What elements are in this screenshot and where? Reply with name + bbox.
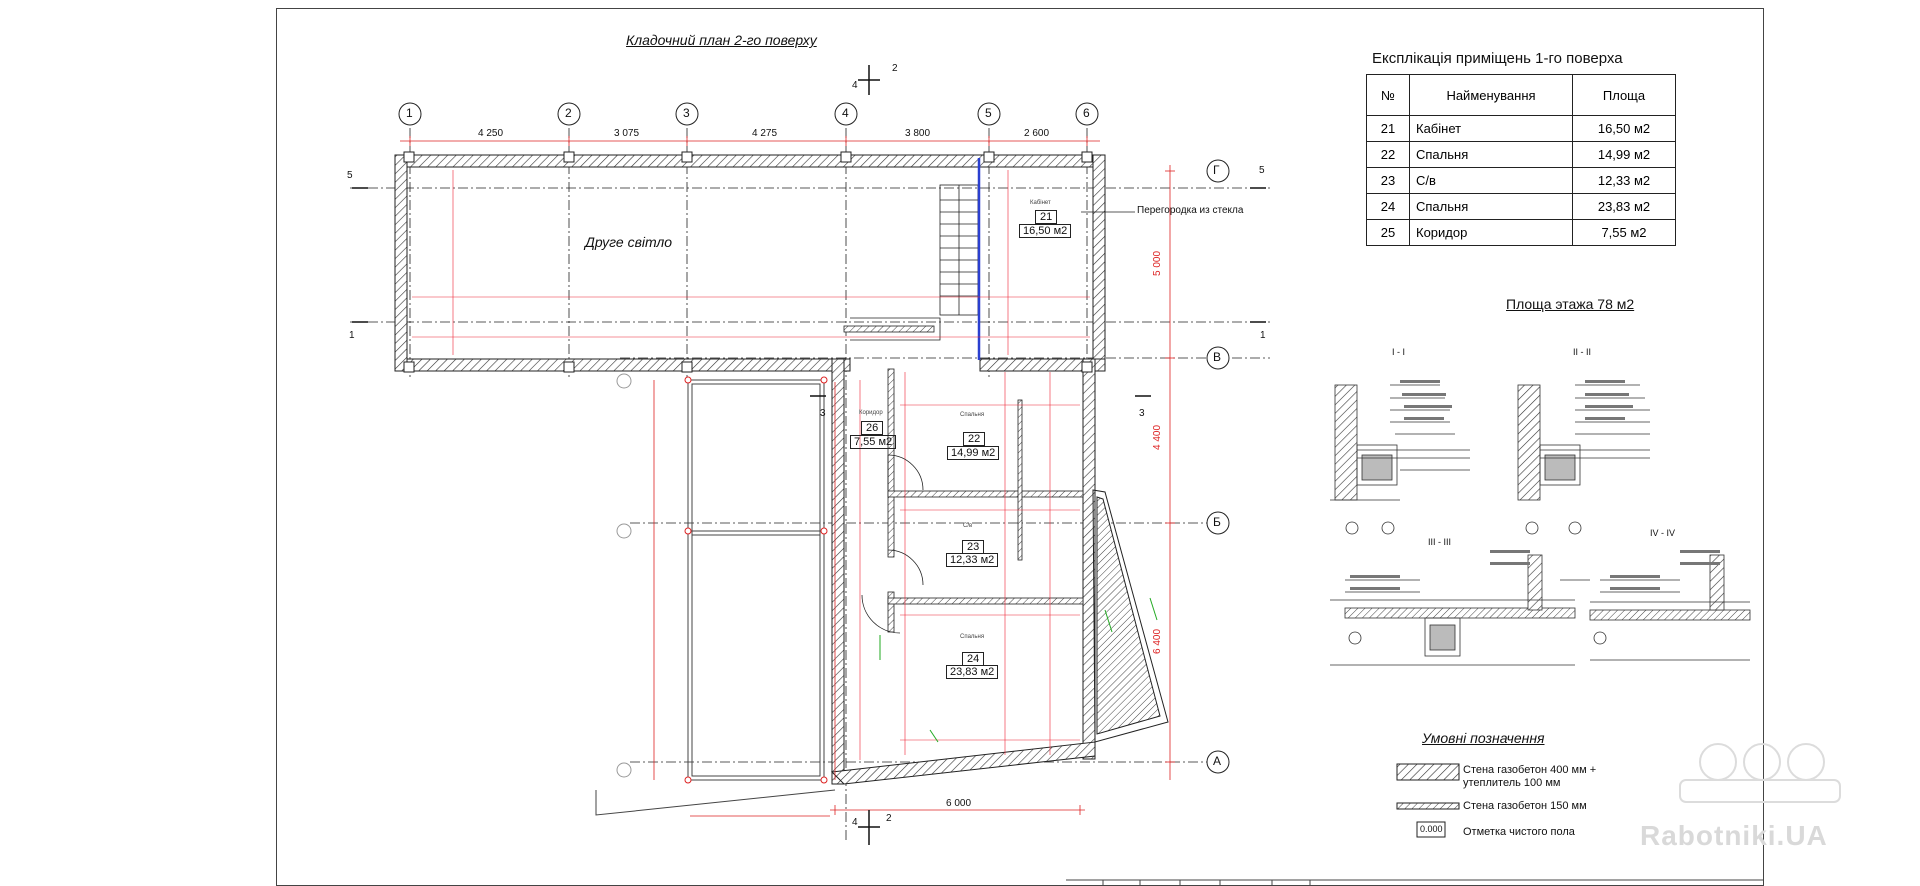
section-mark-4-bottom: 4 [852, 817, 858, 828]
section-label-3: III - III [1428, 537, 1452, 547]
room-21-area: 16,50 м2 [1019, 224, 1072, 238]
cell-name: Кабінет [1409, 115, 1573, 142]
header-area: Площа [1572, 74, 1676, 116]
legend-item-floor-mark: Отметка чистого пола [1463, 826, 1575, 838]
axis-label-a: А [1213, 754, 1222, 768]
top-dimension-line [400, 136, 1100, 146]
room-22-number: 22 [963, 432, 986, 446]
axis-label-2: 2 [565, 106, 572, 120]
axis-lines [350, 128, 1270, 840]
section-mark-5-left: 5 [347, 170, 353, 181]
explication-title: Експлікація приміщень 1-го поверха [1372, 50, 1623, 67]
section-cut-markers [352, 65, 1266, 845]
cell-name: Коридор [1409, 219, 1573, 246]
cell-name: Спальня [1409, 141, 1573, 168]
cell-area: 16,50 м2 [1572, 115, 1676, 142]
plan-title: Кладочний план 2-го поверху [626, 32, 817, 48]
axis-label-1: 1 [406, 106, 413, 120]
section-mark-3-right: 3 [1139, 408, 1145, 419]
section-mark-2-bottom: 2 [886, 813, 892, 824]
axis-bubbles-top [398, 102, 1099, 126]
room-21-number: 21 [1035, 210, 1058, 224]
room-24-name: Спальня [960, 634, 985, 640]
room-26-name: Коридор [859, 410, 883, 416]
green-section-marks [879, 597, 1158, 743]
cell-number: 25 [1366, 219, 1410, 246]
axis-label-4: 4 [842, 106, 849, 120]
header-name: Найменування [1409, 74, 1573, 116]
section-mark-4-top: 4 [852, 80, 858, 91]
section-mark-1-right: 1 [1260, 330, 1266, 341]
section-mark-3-left: 3 [820, 408, 826, 419]
cell-number: 21 [1366, 115, 1410, 142]
glass-partition-label: Перегородка из стекла [1137, 205, 1244, 216]
dim-top-5: 2 600 [1024, 128, 1050, 139]
axis-bubbles-right [1206, 159, 1230, 774]
cell-name: С/в [1409, 167, 1573, 194]
ground-line [595, 789, 836, 816]
room-24-area: 23,83 м2 [946, 665, 999, 679]
legend-mark-value: 0.000 [1420, 824, 1443, 834]
table-row: 22 Спальня 14,99 м2 [1366, 141, 1676, 168]
watermark-text: Rabotniki.UA [1640, 820, 1828, 851]
section-mark-5-right: 5 [1259, 165, 1265, 176]
table-header-row: № Найменування Площа [1366, 74, 1676, 116]
floor-area-label: Площа этажа 78 м2 [1506, 296, 1635, 312]
room-22-name: Спальня [960, 412, 985, 418]
room-23-area: 12,33 м2 [946, 553, 999, 567]
axis-label-5: 5 [985, 106, 992, 120]
door-swings [861, 454, 924, 634]
section-label-2: II - II [1573, 347, 1591, 357]
axis-label-3: 3 [683, 106, 690, 120]
cell-area: 14,99 м2 [1572, 141, 1676, 168]
room-26-area: 7,55 м2 [850, 435, 897, 449]
dim-bottom: 6 000 [946, 798, 972, 809]
table-row: 23 С/в 12,33 м2 [1366, 167, 1676, 194]
cell-area: 7,55 м2 [1572, 219, 1676, 246]
section-label-1: I - I [1392, 347, 1405, 357]
dim-top-2: 3 075 [614, 128, 640, 139]
angled-terrace [1092, 489, 1169, 743]
room-26-number: 26 [861, 421, 884, 435]
columns [403, 151, 1093, 373]
room-23-name: С/в [963, 523, 973, 529]
room-22-area: 14,99 м2 [947, 446, 1000, 460]
right-dimension-line [1165, 165, 1175, 780]
table-row: 25 Коридор 7,55 м2 [1366, 219, 1676, 246]
inner-partitions [843, 325, 1084, 633]
header-number: № [1366, 74, 1410, 116]
dim-top-3: 4 275 [752, 128, 778, 139]
axis-label-g: Г [1213, 163, 1220, 177]
dim-top-1: 4 250 [478, 128, 504, 139]
room-21-name: Кабінет [1030, 200, 1051, 206]
axis-bubbles-left [616, 373, 632, 778]
explication-table: № Найменування Площа 21 Кабінет 16,50 м2… [1366, 74, 1676, 246]
legend-title: Умовні позначення [1422, 730, 1545, 746]
table-row: 21 Кабінет 16,50 м2 [1366, 115, 1676, 142]
interior-dimension-lines [412, 170, 1090, 760]
legend-item-thick-wall: Стена газобетон 400 мм + утеплитель 100 … [1463, 764, 1597, 789]
section-mark-2-top: 2 [892, 63, 898, 74]
bottom-dimension-line [690, 805, 1085, 817]
section-mark-1-left: 1 [349, 330, 355, 341]
legend-item-thin-wall: Стена газобетон 150 мм [1463, 800, 1587, 812]
axis-label-6: 6 [1083, 106, 1090, 120]
second-light-label: Друге світло [585, 234, 673, 250]
section-label-4: IV - IV [1650, 528, 1676, 538]
axis-label-b: Б [1213, 515, 1221, 529]
dim-top-4: 3 800 [905, 128, 931, 139]
left-annex-walls [687, 379, 825, 781]
axis-label-v: В [1213, 350, 1222, 364]
